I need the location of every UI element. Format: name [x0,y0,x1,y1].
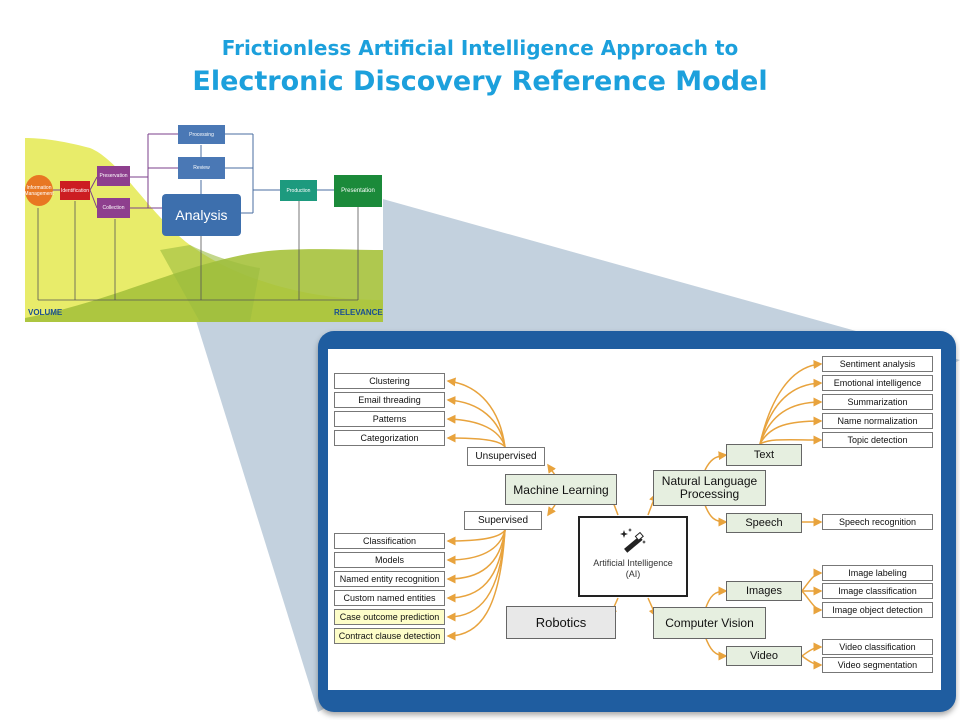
machine-learning-node: Machine Learning [505,474,617,505]
edrm-identification-label: Identification [60,187,90,194]
nlp-label-line1: Natural Language [661,474,758,488]
speech-node: Speech [726,513,802,533]
image-classification-node: Image classification [822,583,933,599]
video-node: Video [726,646,802,666]
named-entity-recognition-node: Named entity recognition [334,571,445,587]
edrm-presentation: Presentation [334,175,382,207]
edrm-review: Review [178,157,225,179]
image-object-detection-node: Image object detection [822,602,933,618]
nlp-label-line2: Processing [679,487,740,501]
emotional-intelligence-node: Emotional intelligence [822,375,933,391]
video-classification-node: Video classification [822,639,933,655]
supervised-node: Supervised [464,511,542,530]
edrm-preservation: Preservation [97,166,130,186]
name-normalization-node: Name normalization [822,413,933,429]
robotics-node: Robotics [506,606,616,639]
edrm-processing: Processing [178,125,225,144]
title-line2: Electronic Discovery Reference Model [192,66,768,97]
video-segmentation-node: Video segmentation [822,657,933,673]
categorization-node: Categorization [334,430,445,446]
edrm-information-management-label: Information Management [24,184,54,197]
edrm-review-label: Review [193,165,210,171]
edrm-collection-label: Collection [102,205,125,211]
patterns-node: Patterns [334,411,445,427]
sentiment-analysis-node: Sentiment analysis [822,356,933,372]
classification-node: Classification [334,533,445,549]
edrm-identification: Identification [60,181,90,200]
images-node: Images [726,581,802,601]
edrm-analysis: Analysis [162,194,241,236]
models-node: Models [334,552,445,568]
topic-detection-node: Topic detection [822,432,933,448]
ai-center-node: Artificial Intelligence (AI) [578,516,688,597]
contract-clause-detection-node: Contract clause detection [334,628,445,644]
nlp-node: Natural Language Processing [653,470,766,506]
speech-recognition-node: Speech recognition [822,514,933,530]
title-line1: Frictionless Artificial Intelligence App… [221,36,739,60]
ai-center-label-line2: (AI) [625,569,641,579]
edrm-processing-label: Processing [189,131,214,138]
ai-center-label-line1: Artificial Intelligence [593,558,673,568]
volume-label: VOLUME [28,308,63,317]
edrm-analysis-label: Analysis [175,207,228,223]
edrm-information-management: Information Management [24,175,54,206]
magic-wand-icon [580,526,686,558]
email-threading-node: Email threading [334,392,445,408]
edrm-production: Production [280,180,317,201]
edrm-collection: Collection [97,198,130,218]
text-node: Text [726,444,802,466]
unsupervised-node: Unsupervised [467,447,545,466]
edrm-production-label: Production [286,187,311,194]
image-labeling-node: Image labeling [822,565,933,581]
edrm-presentation-label: Presentation [341,188,375,194]
summarization-node: Summarization [822,394,933,410]
computer-vision-node: Computer Vision [653,607,766,639]
edrm-preservation-label: Preservation [99,173,128,179]
case-outcome-prediction-node: Case outcome prediction [334,609,445,625]
clustering-node: Clustering [334,373,445,389]
relevance-label: RELEVANCE [334,308,383,317]
custom-named-entities-node: Custom named entities [334,590,445,606]
